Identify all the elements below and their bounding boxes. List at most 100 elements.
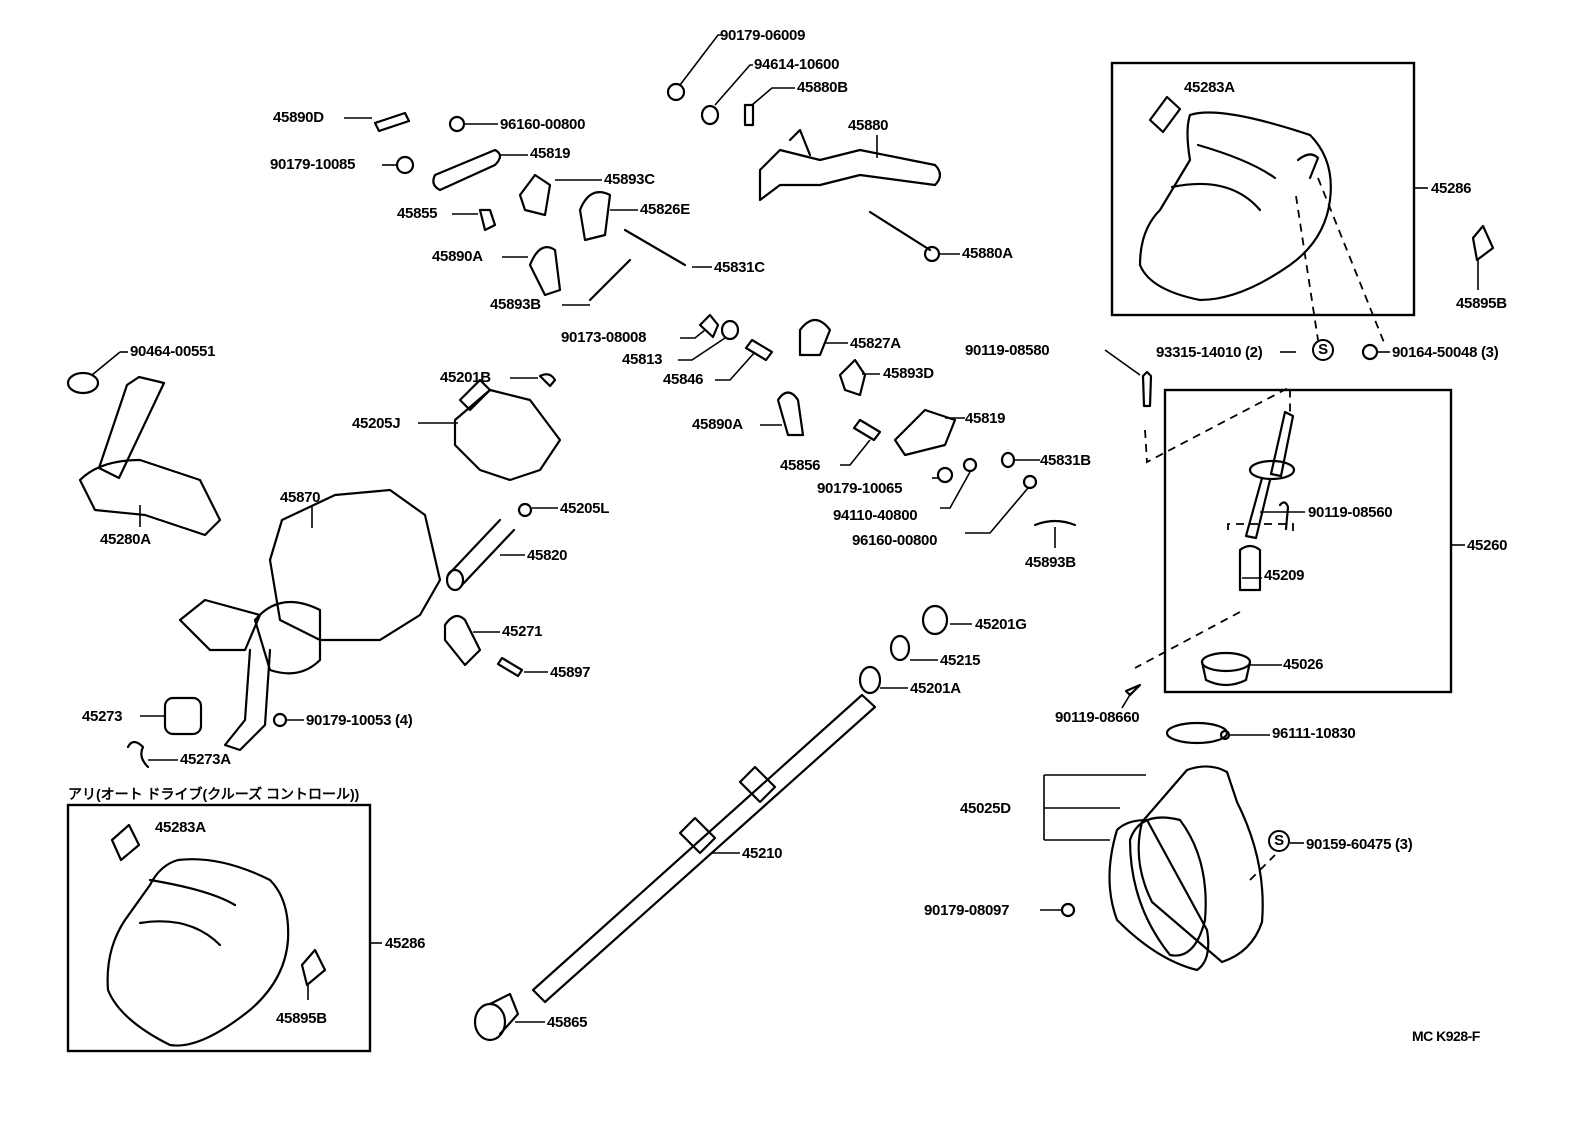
part-label: 90119-08660 (1055, 709, 1140, 726)
part-label: 45890D (273, 109, 324, 126)
clip-45201b (538, 373, 557, 388)
pin-45880a (868, 210, 941, 263)
part-label: 45025D (960, 800, 1011, 817)
part-label: 45260 (1467, 537, 1508, 554)
part-label: 45890A (432, 248, 483, 265)
nut-90179-10065 (936, 466, 954, 484)
part-label: 45893B (490, 296, 541, 313)
cover-assembly-box-bottom (66, 803, 372, 1053)
s-marker-icon: S (1268, 830, 1290, 852)
spring-45893b-middle (1033, 519, 1077, 527)
intermediate-shaft-part (1238, 410, 1296, 592)
part-label: 90164-50048 (3) (1392, 344, 1499, 361)
part-label: 45820 (527, 547, 568, 564)
part-label: 90179-08097 (924, 902, 1010, 919)
part-label: 45893C (604, 171, 655, 188)
part-label: 45205L (560, 500, 610, 517)
lever-45890a-top (528, 246, 562, 297)
spring-45820 (445, 518, 516, 592)
intermediate-shaft-assembly-box (1163, 388, 1453, 694)
bushing-45865 (473, 992, 520, 1042)
bolt-90119-08660 (1124, 683, 1142, 697)
part-label: 45286 (385, 935, 426, 952)
part-label: 96160-00800 (852, 532, 938, 549)
part-label: 45880 (848, 117, 889, 134)
part-label: 90179-10085 (270, 156, 356, 173)
washer-45813 (720, 319, 740, 341)
washer-45215 (889, 634, 911, 662)
bushing-45273 (163, 696, 203, 736)
part-label: 45893D (883, 365, 934, 382)
part-label: 45880B (797, 79, 848, 96)
part-label: 45280A (100, 531, 151, 548)
main-shaft-45210 (531, 693, 877, 1004)
drawing-code: MC K928-F (1412, 1028, 1480, 1044)
cam-45826e (578, 191, 612, 242)
part-label: 45273 (82, 708, 123, 725)
part-label: 45855 (397, 205, 438, 222)
spring-45890d (373, 111, 411, 133)
option-note-cruise-control: アリ(オート ドライブ(クルーズ コントロール)) (68, 786, 360, 802)
lever-45280a (78, 375, 222, 537)
bracket-45271 (443, 614, 482, 667)
bolt-90119-08580 (1141, 370, 1153, 408)
part-label: 45205J (352, 415, 401, 432)
pin-45856 (852, 418, 882, 442)
part-label: 45827A (850, 335, 901, 352)
part-label: 96111-10830 (1272, 725, 1356, 742)
label-sticker-45895b-bottom (300, 948, 327, 987)
part-label: 45895B (276, 1010, 327, 1027)
part-label: 45286 (1431, 180, 1472, 197)
washer-94614-10600 (700, 104, 720, 126)
lever-45890a-middle (776, 391, 805, 437)
plate-45819-middle (893, 408, 957, 457)
pin-45855 (478, 208, 497, 232)
o-ring-90464-00551 (66, 371, 100, 395)
part-label: 45026 (1283, 656, 1324, 673)
plate-45827a (798, 318, 832, 357)
part-label: 45201B (440, 369, 491, 386)
part-label: 93315-14010 (2) (1156, 344, 1263, 361)
column-cover-lower-part (106, 823, 290, 1047)
cover-assembly-box-top (1110, 61, 1416, 317)
part-label: 45826E (640, 201, 690, 218)
part-label: 45856 (780, 457, 821, 474)
part-label: 45865 (547, 1014, 588, 1031)
clip-96160-00800-middle (1022, 474, 1038, 490)
part-label: 45880A (962, 245, 1013, 262)
part-label: 90159-60475 (3) (1306, 836, 1413, 853)
column-tube-housing-45870 (178, 488, 442, 752)
nut-90179-10053 (272, 712, 288, 728)
nut-90179-08097 (1060, 902, 1076, 918)
column-hole-cover-45025d (1108, 721, 1264, 972)
part-label: 45895B (1456, 295, 1507, 312)
clip-45273a (126, 740, 150, 769)
part-label: 90179-10065 (817, 480, 903, 497)
label-sticker-45895b-top (1471, 224, 1495, 262)
part-label: 45201G (975, 616, 1027, 633)
part-label: 90464-00551 (130, 343, 216, 360)
part-label: 45893B (1025, 554, 1076, 571)
part-label: 90179-10053 (4) (306, 712, 413, 729)
part-label: 45846 (663, 371, 704, 388)
part-label: 45210 (742, 845, 783, 862)
bolt-45205l (517, 502, 533, 518)
part-label: 45215 (940, 652, 981, 669)
part-label: 45870 (280, 489, 321, 506)
part-label: 45283A (1184, 79, 1235, 96)
pin-45846 (744, 338, 774, 362)
lever-45880 (758, 128, 942, 202)
screw-90164-50048 (1361, 343, 1379, 361)
part-label: 45271 (502, 623, 543, 640)
part-label: 45897 (550, 664, 591, 681)
lever-45893c (518, 173, 552, 217)
part-label: 94110-40800 (833, 507, 918, 524)
part-label: 45273A (180, 751, 231, 768)
s-marker-icon: S (1312, 339, 1334, 361)
lever-45893d (838, 358, 867, 397)
washer-94110-40800 (962, 457, 978, 473)
part-label: 45813 (622, 351, 663, 368)
part-label: 96160-00800 (500, 116, 586, 133)
part-label: 45209 (1264, 567, 1305, 584)
